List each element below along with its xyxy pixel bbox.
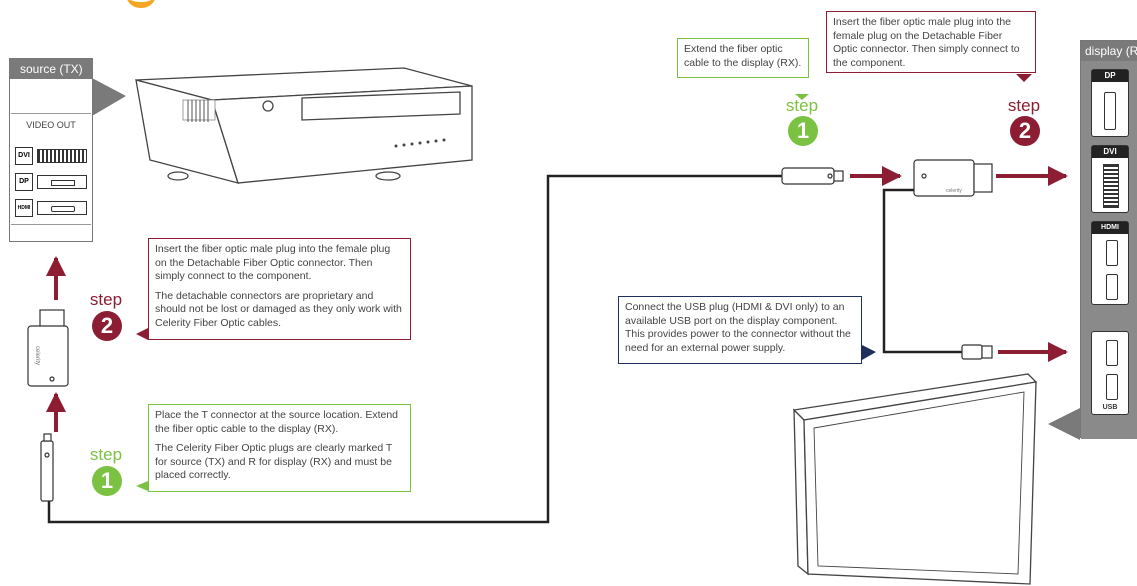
display-panel-title: display (RX) [1081,41,1137,61]
source-port-dp: DP [15,173,87,191]
display-usb-slot-a-icon [1106,340,1118,366]
display-port-label-hdmi: HDMI [1092,222,1128,234]
source-step1-text1: Place the T connector at the source loca… [155,409,399,435]
source-step2-number: 2 [92,311,122,341]
port-label-dp: DP [15,173,33,191]
dvi-port-icon [37,149,87,163]
step1-note-pointer-icon [136,481,148,491]
display-port-label-dvi: DVI [1092,146,1128,158]
usb-note-text: Connect the USB plug (HDMI & DVI only) t… [625,301,851,354]
detachable-connector-source-icon [27,309,69,387]
display-step2-note: Insert the fiber optic male plug into th… [826,11,1036,73]
source-panel: source (TX) VIDEO OUT DVI DP HDMI [9,58,93,242]
usb-plug-icon [961,344,993,360]
display-r-plug-icon [781,167,844,185]
source-panel-title: source (TX) [10,59,93,79]
source-port-dvi: DVI [15,147,87,165]
source-step2-text2: The detachable connectors are proprietar… [155,289,402,329]
source-step2-text1: Insert the fiber optic male plug into th… [155,243,391,282]
display-connector-brand-label: celerity [946,188,962,194]
display-usb-slot-b-icon [1106,374,1118,400]
video-out-label: VIDEO OUT [26,120,76,130]
usb-cable [882,188,962,354]
display-panel: display (RX) DP DVI HDMI USB [1080,40,1137,439]
source-computer-icon [135,67,473,184]
step2-note-pointer-icon [136,328,148,340]
port-label-dvi: DVI [15,147,33,165]
display-step2-pointer-icon [1016,74,1032,82]
display-step2-label: step [1007,96,1041,115]
source-pointer-icon [92,78,126,116]
source-port-hdmi: HDMI [15,199,87,217]
display-hdmi-slot-a-icon [1106,240,1118,266]
hdmi-port-icon [37,201,87,215]
source-step2-note: Insert the fiber optic male plug into th… [148,238,411,340]
video-out-box: VIDEO OUT [11,113,91,225]
display-step1-label: step [785,96,819,115]
display-step1-text: Extend the fiber optic cable to the disp… [684,43,802,69]
display-port-dvi: DVI [1091,145,1129,213]
source-step1-text2: The Celerity Fiber Optic plugs are clear… [155,442,393,481]
source-step1-label: step [89,445,123,464]
display-port-usb: USB [1091,331,1129,415]
display-step1-note: Extend the fiber optic cable to the disp… [677,38,809,78]
title-fragment-icon [126,0,156,8]
hdmi-slot-icon [51,206,75,212]
display-port-dp: DP [1091,69,1129,137]
display-step2-number: 2 [1010,116,1040,146]
source-step1-note: Place the T connector at the source loca… [148,404,411,492]
display-step2-text: Insert the fiber optic male plug into th… [833,16,1020,69]
fiber-cable [47,174,782,524]
display-dp-slot-icon [1104,92,1116,130]
connector-brand-label: celerity [34,346,40,365]
usb-note-pointer-icon [862,345,876,360]
display-port-label-usb: USB [1102,404,1118,411]
port-label-hdmi: HDMI [15,199,33,217]
source-t-plug-icon [40,433,54,502]
display-pointer-icon [1048,408,1080,440]
display-dvi-slot-icon [1103,164,1119,208]
display-port-hdmi: HDMI [1091,221,1129,305]
display-port-label-dp: DP [1092,70,1128,82]
source-step2-label: step [89,290,123,309]
display-step1-number: 1 [788,116,818,146]
detachable-connector-display-icon [913,159,993,197]
displayport-port-icon [37,175,87,189]
display-hdmi-slot-b-icon [1106,274,1118,300]
display-step1-pointer-icon [795,94,809,100]
usb-note: Connect the USB plug (HDMI & DVI only) t… [618,296,862,364]
display-monitor-icon [792,373,1038,585]
source-step1-number: 1 [92,466,122,496]
displayport-slot-icon [51,180,75,186]
